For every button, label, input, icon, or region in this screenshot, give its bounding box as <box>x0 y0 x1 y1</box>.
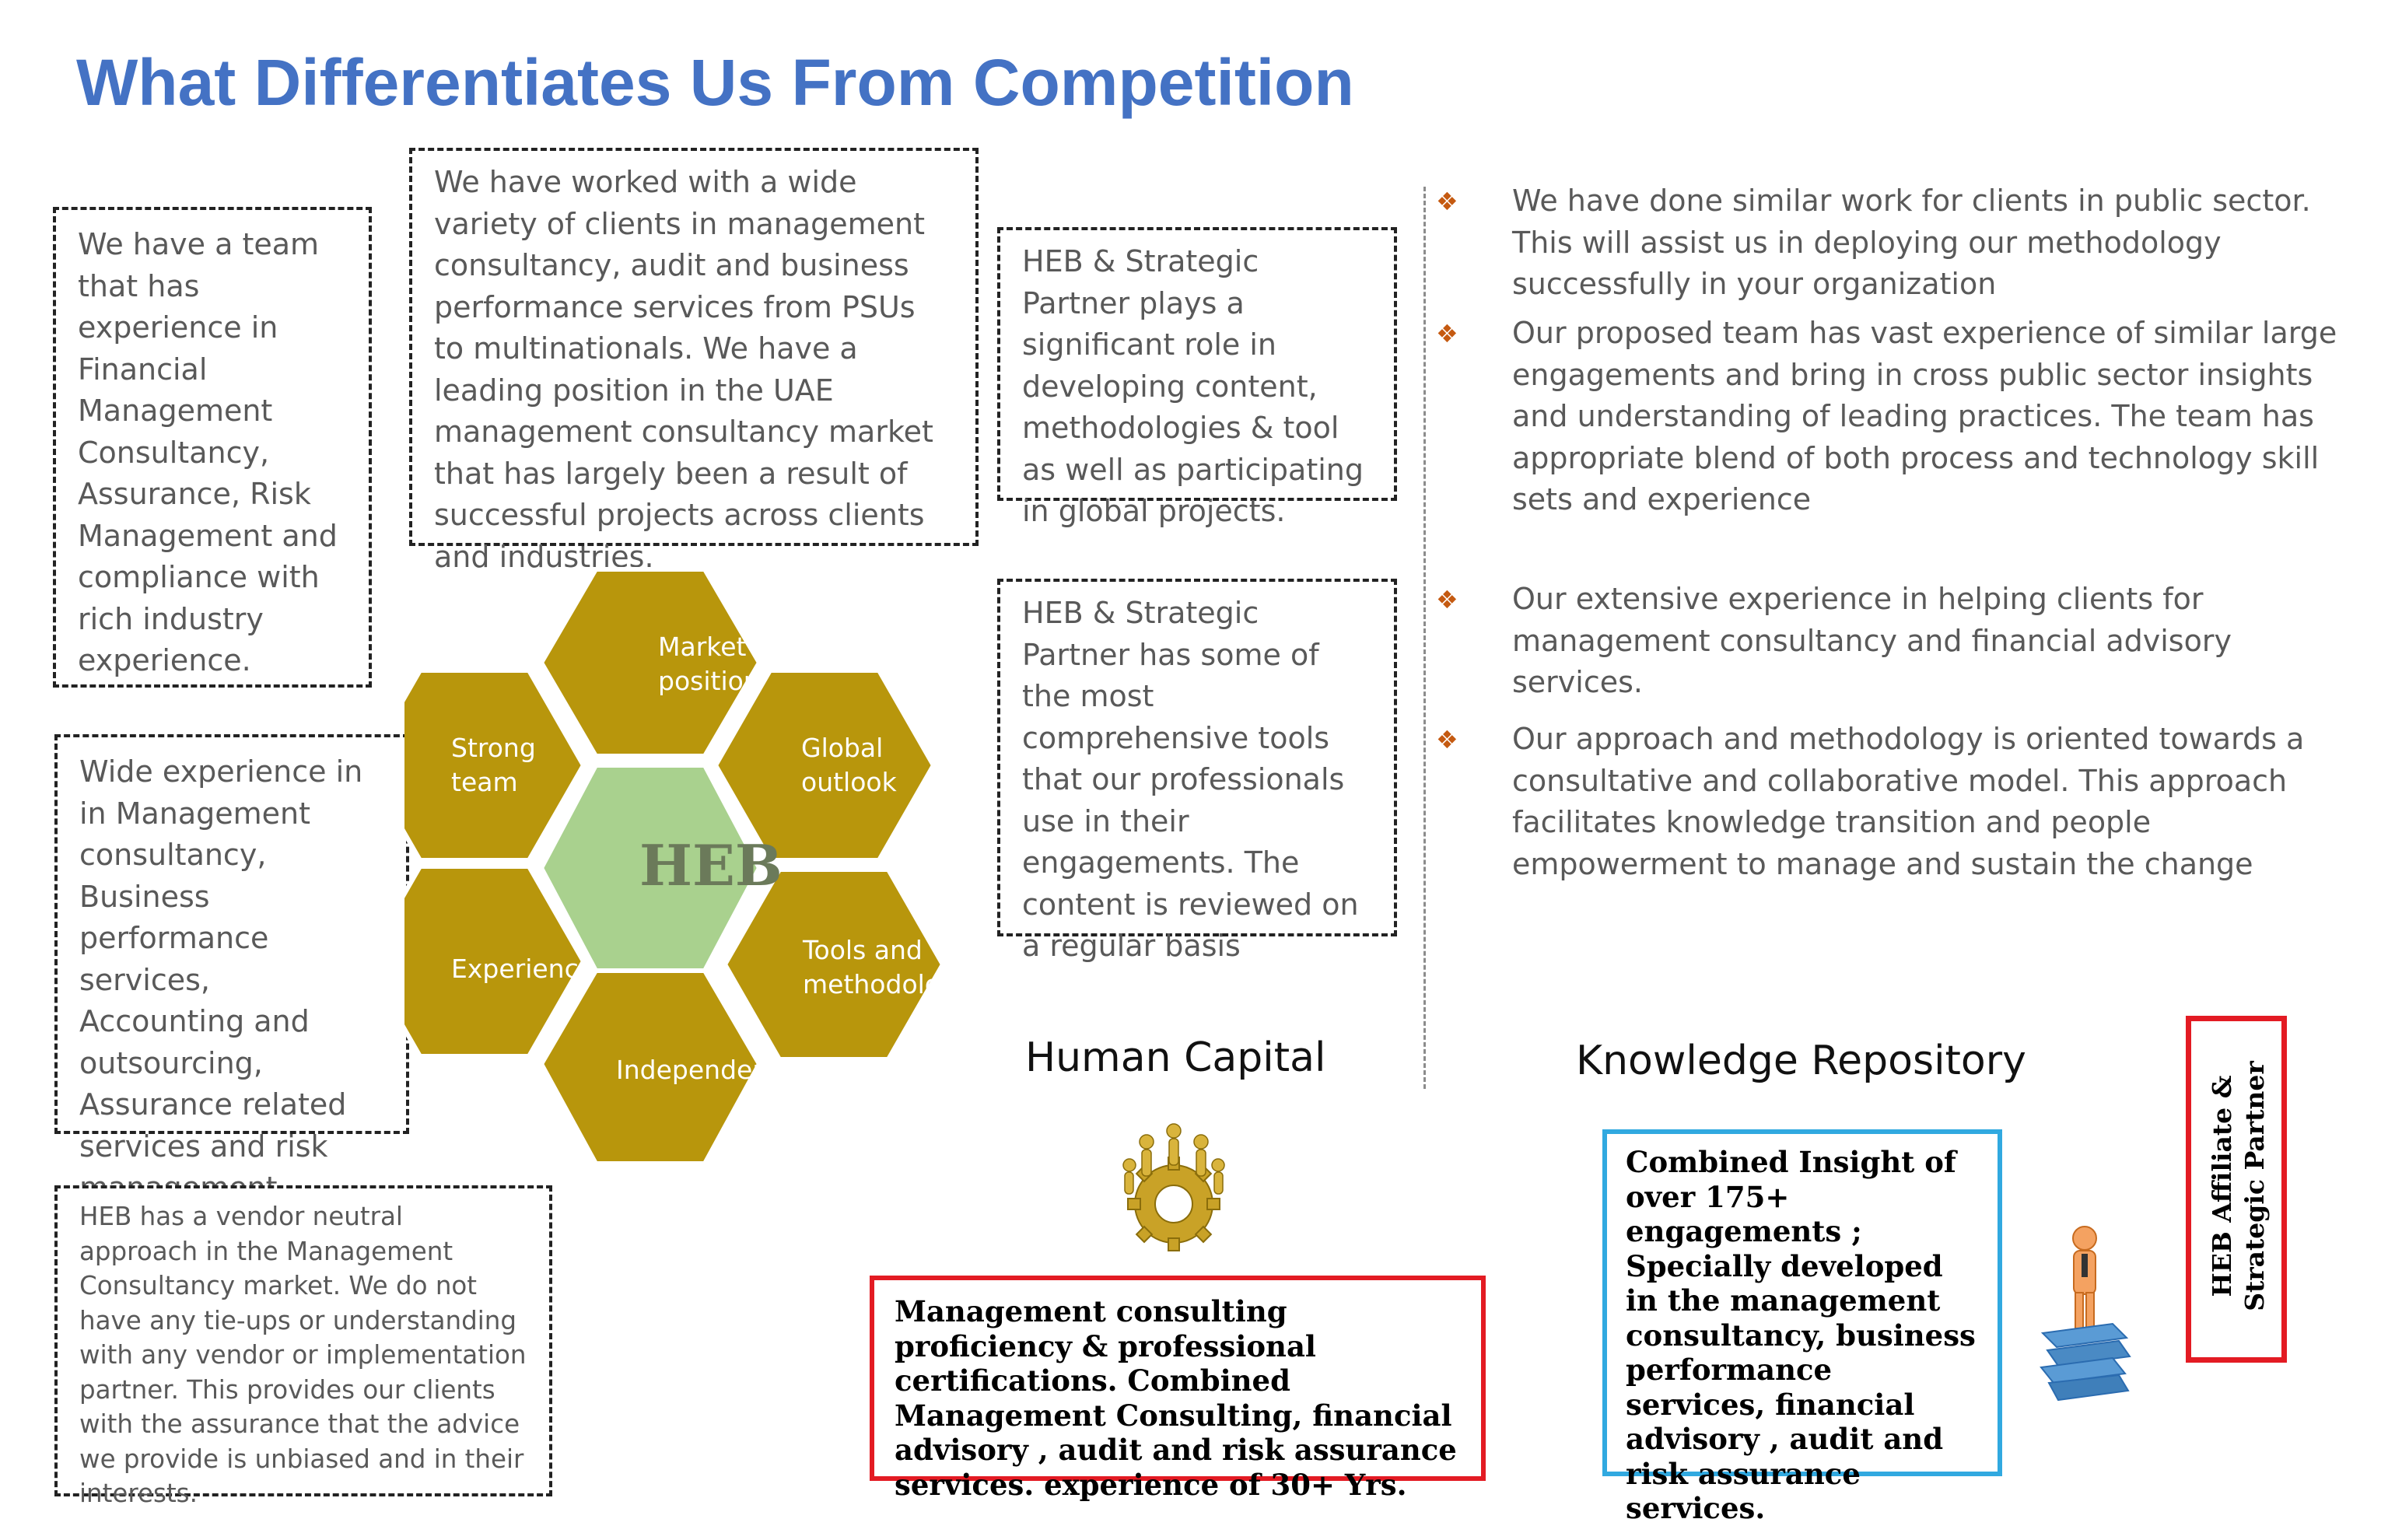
hex-center-heb <box>538 763 762 973</box>
strategic-partner-role-text: HEB & Strategic Partner plays a signific… <box>1022 244 1364 528</box>
vendor-neutral-box: HEB has a vendor neutral approach in the… <box>54 1185 552 1508</box>
hex-label-experience: Experience <box>451 954 595 984</box>
bullet-item: Our extensive experience in helping clie… <box>1512 582 2232 699</box>
hex-label-independence: Independence <box>616 1055 799 1085</box>
hex-strong-team <box>404 668 586 863</box>
hex-tools-methodology <box>722 867 946 1062</box>
team-experience-box: We have a team that has experience in Fi… <box>53 207 372 688</box>
diamond-cluster-icon: ❖ <box>1436 586 1458 614</box>
person-on-books-icon <box>2040 1226 2131 1402</box>
hexagon-diagram <box>404 567 946 1166</box>
hex-experience <box>404 864 586 1059</box>
tools-box: HEB & Strategic Partner has some of the … <box>997 579 1397 963</box>
strategic-partner-role-box: HEB & Strategic Partner plays a signific… <box>997 227 1397 528</box>
human-capital-box: Management consulting proficiency & prof… <box>870 1276 1486 1502</box>
team-gear-icon <box>1122 1123 1225 1251</box>
bullet-item: Our approach and methodology is oriented… <box>1512 722 2305 881</box>
affiliate-box <box>2186 1016 2287 1363</box>
tools-text: HEB & Strategic Partner has some of the … <box>1022 596 1359 963</box>
hex-market-position <box>538 567 762 758</box>
clients-text: We have worked with a wide variety of cl… <box>434 165 933 574</box>
hex-center-label: HEB <box>639 832 783 898</box>
knowledge-repository-label: Knowledge Repository <box>1576 1038 2026 1084</box>
knowledge-repository-box: Combined Insight of over 175+ engagement… <box>1602 1129 2002 1525</box>
wide-experience-box: Wide experience in in Management consult… <box>54 734 409 1205</box>
clients-box: We have worked with a wide variety of cl… <box>409 148 979 574</box>
page-title: What Differentiates Us From Competition <box>76 46 1354 119</box>
bullet-item: Our proposed team has vast experience of… <box>1512 316 2337 516</box>
human-capital-text: Management consulting proficiency & prof… <box>895 1294 1457 1502</box>
bullet-item: We have done similar work for clients in… <box>1512 184 2311 301</box>
diamond-cluster-icon: ❖ <box>1436 726 1458 754</box>
human-capital-label: Human Capital <box>1025 1034 1326 1081</box>
affiliate-text: HEB Affiliate &Strategic Partner <box>2207 1061 2270 1311</box>
knowledge-repository-text: Combined Insight of over 175+ engagement… <box>1626 1145 1976 1525</box>
wide-experience-text: Wide experience in in Management consult… <box>79 754 363 1205</box>
team-experience-text: We have a team that has experience in Fi… <box>78 227 338 677</box>
diamond-cluster-icon: ❖ <box>1436 187 1458 215</box>
vendor-neutral-text: HEB has a vendor neutral approach in the… <box>79 1202 527 1508</box>
diamond-cluster-icon: ❖ <box>1436 320 1458 348</box>
vertical-divider <box>1423 187 1426 1089</box>
hex-global-outlook <box>713 668 937 863</box>
